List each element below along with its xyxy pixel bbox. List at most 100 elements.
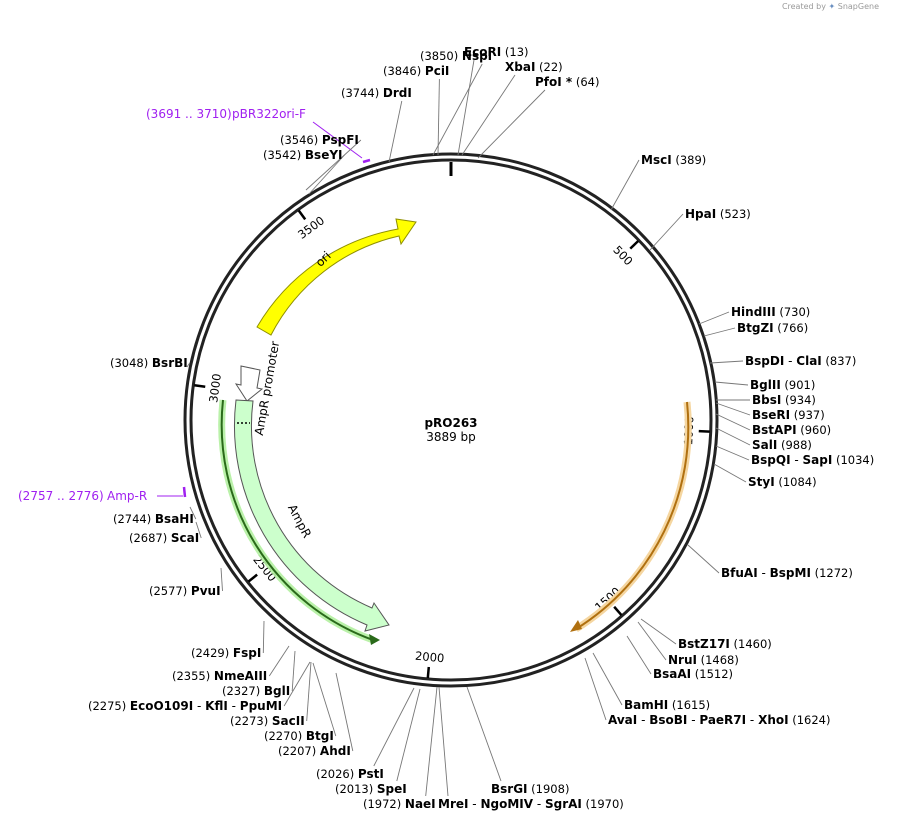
- ruler-label-3500: 3500: [295, 213, 327, 242]
- enzyme-name: NspI: [462, 49, 492, 63]
- enzyme-site-bglii[interactable]: BglII (901): [750, 378, 815, 392]
- enzyme-leader-line: [461, 74, 516, 156]
- enzyme-site-nmeaiii[interactable]: (2355) NmeAIII: [172, 669, 267, 683]
- enzyme-name: SalI: [752, 438, 777, 452]
- enzyme-separator: -: [784, 354, 796, 368]
- enzyme-leader-line: [195, 521, 202, 539]
- enzyme-site-pspfi[interactable]: (3546) PspFI: [280, 133, 359, 147]
- enzyme-separator: -: [468, 797, 480, 811]
- enzyme-site-bstapi[interactable]: BstAPI (960): [752, 423, 831, 437]
- pbr322ori-f-leader: [312, 121, 363, 159]
- enzyme-site-bspdi[interactable]: BspDI - ClaI (837): [745, 354, 856, 368]
- ampr-feature-label: AmpR: [285, 502, 314, 540]
- enzyme-site-bsrbi[interactable]: (3048) BsrBI: [110, 356, 188, 370]
- ampr-orf-line[interactable]: [220, 399, 374, 641]
- enzyme-leader-line: [305, 139, 362, 191]
- enzyme-leader-line: [610, 159, 640, 211]
- enzyme-site-bamhi[interactable]: BamHI (1615): [624, 698, 710, 712]
- enzyme-site-bsahi[interactable]: (2744) BsaHI: [113, 512, 194, 526]
- enzyme-position: (2429): [191, 646, 233, 660]
- enzyme-leader-line: [649, 213, 684, 251]
- enzyme-separator: -: [228, 699, 240, 713]
- ruler-tick-2000: [426, 666, 431, 679]
- amp-r-name[interactable]: Amp-R: [107, 489, 147, 503]
- enzyme-position: (2577): [149, 584, 191, 598]
- enzyme-site-btgzi[interactable]: BtgZI (766): [737, 321, 808, 335]
- enzyme-site-bfuai[interactable]: BfuAI - BspMI (1272): [721, 566, 853, 580]
- enzyme-site-sacii[interactable]: (2273) SacII: [230, 714, 305, 728]
- enzyme-name: BfuAI: [721, 566, 758, 580]
- enzyme-position: (523): [716, 207, 751, 221]
- enzyme-site-btgi[interactable]: (2270) BtgI: [264, 729, 334, 743]
- enzyme-leader-line: [698, 311, 730, 325]
- enzyme-site-avai[interactable]: AvaI - BsoBI - PaeR7I - XhoI (1624): [608, 713, 831, 727]
- orange-orf-line[interactable]: [575, 401, 690, 630]
- pbr322ori-f-range: (3691 .. 3710): [146, 107, 232, 121]
- enzyme-name: FspI: [233, 646, 261, 660]
- enzyme-position: (3846): [383, 64, 425, 78]
- enzyme-site-mrei[interactable]: MreI - NgoMIV - SgrAI (1970): [438, 797, 624, 811]
- enzyme-site-hindiii[interactable]: HindIII (730): [731, 305, 810, 319]
- enzyme-site-pvui[interactable]: (2577) PvuI: [149, 584, 221, 598]
- enzyme-site-spei[interactable]: (2013) SpeI: [335, 782, 407, 796]
- enzyme-site-sali[interactable]: SalI (988): [752, 438, 812, 452]
- enzyme-name: PspFI: [322, 133, 359, 147]
- enzyme-site-naei[interactable]: (1972) NaeI: [363, 797, 436, 811]
- enzyme-site-ecoo109i[interactable]: (2275) EcoO109I - KflI - PpuMI: [88, 699, 282, 713]
- enzyme-site-ahdi[interactable]: (2207) AhdI: [278, 744, 351, 758]
- enzyme-site-ecori[interactable]: EcoRI (13): [464, 45, 529, 59]
- enzyme-site-bsaai[interactable]: BsaAI (1512): [653, 667, 733, 681]
- enzyme-leader-line: [335, 672, 354, 752]
- enzyme-site-hpai[interactable]: HpaI (523): [685, 207, 751, 221]
- enzyme-site-bstz17i[interactable]: BstZ17I (1460): [678, 637, 772, 651]
- enzyme-site-styi[interactable]: StyI (1084): [748, 475, 817, 489]
- ori-feature-arrow[interactable]: [256, 218, 417, 336]
- enzyme-site-pcii[interactable]: (3846) PciI: [383, 64, 449, 78]
- enzyme-name: BsoBI: [649, 713, 687, 727]
- enzyme-site-drdi[interactable]: (3744) DrdI: [341, 86, 412, 100]
- ampr-promoter-arrow[interactable]: [234, 365, 264, 402]
- enzyme-separator: -: [193, 699, 205, 713]
- pbr322ori-f-primer-mark[interactable]: [362, 158, 371, 164]
- enzyme-position: (2275): [88, 699, 130, 713]
- enzyme-name: XhoI: [758, 713, 789, 727]
- enzyme-separator: -: [533, 797, 545, 811]
- enzyme-leader-line: [713, 463, 747, 483]
- enzyme-site-nrui[interactable]: NruI (1468): [668, 653, 739, 667]
- enzyme-site-bseri[interactable]: BseRI (937): [752, 408, 825, 422]
- enzyme-site-bseyi[interactable]: (3542) BseYI: [263, 148, 343, 162]
- enzyme-site-msci[interactable]: MscI (389): [641, 153, 706, 167]
- enzyme-position: (64): [572, 75, 599, 89]
- enzyme-name: AvaI: [608, 713, 637, 727]
- enzyme-position: (2013): [335, 782, 377, 796]
- enzyme-name: BbsI: [752, 393, 781, 407]
- enzyme-name: BglI: [264, 684, 290, 698]
- ruler-label-3000: 3000: [206, 373, 224, 404]
- enzyme-name: StyI: [748, 475, 775, 489]
- amp-r-primer-mark[interactable]: [182, 486, 187, 498]
- enzyme-site-bgli[interactable]: (2327) BglI: [222, 684, 290, 698]
- enzyme-name: NmeAIII: [214, 669, 267, 683]
- enzyme-leader-line: [373, 687, 415, 767]
- enzyme-leader-line: [268, 645, 290, 677]
- enzyme-leader-line: [438, 686, 449, 797]
- enzyme-site-pfoi[interactable]: PfoI * (64): [535, 75, 599, 89]
- pbr322ori-f-name[interactable]: pBR322ori-F: [232, 107, 306, 121]
- enzyme-position: (3546): [280, 133, 322, 147]
- enzyme-position: (22): [535, 60, 562, 74]
- enzyme-site-bspqi[interactable]: BspQI - SapI (1034): [751, 453, 874, 467]
- enzyme-name: XbaI: [505, 60, 535, 74]
- enzyme-site-nspi[interactable]: (3850) NspI: [420, 49, 492, 63]
- credit-prefix: Created by: [781, 2, 826, 11]
- enzyme-site-scai[interactable]: (2687) ScaI: [129, 531, 199, 545]
- enzyme-site-bbsi[interactable]: BbsI (934): [752, 393, 816, 407]
- enzyme-leader-line: [703, 327, 736, 337]
- enzyme-separator: -: [687, 713, 699, 727]
- enzyme-site-psti[interactable]: (2026) PstI: [316, 767, 384, 781]
- enzyme-site-bsrgi[interactable]: BsrGI (1908): [491, 782, 569, 796]
- enzyme-site-xbai[interactable]: XbaI (22): [505, 60, 563, 74]
- enzyme-site-fspi[interactable]: (2429) FspI: [191, 646, 261, 660]
- enzyme-position: (1460): [730, 637, 772, 651]
- ruler-tick-500: [629, 240, 640, 250]
